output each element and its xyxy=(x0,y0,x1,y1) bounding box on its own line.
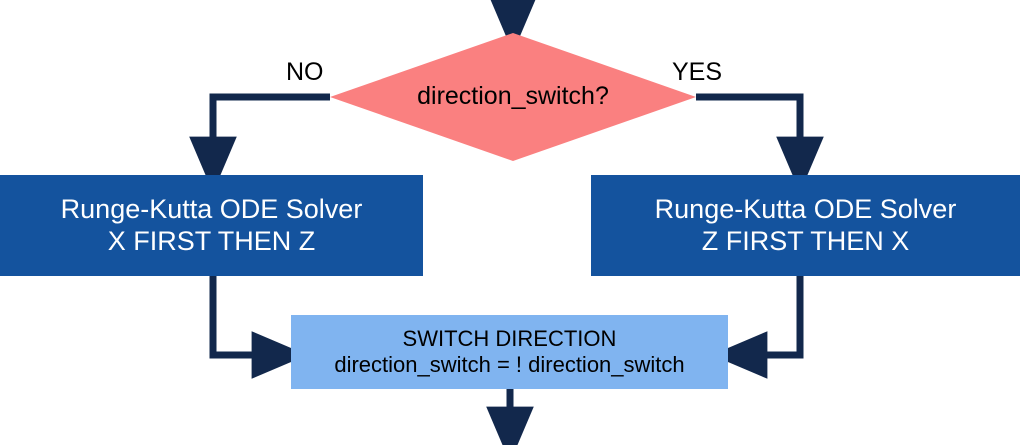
process-node-solver-z-first[interactable]: Runge-Kutta ODE Solver Z FIRST THEN X xyxy=(591,175,1020,276)
decision-node-direction-switch[interactable]: direction_switch? xyxy=(330,33,696,161)
solver-z-first-line2: Z FIRST THEN X xyxy=(701,225,910,256)
solver-z-first-line1: Runge-Kutta ODE Solver xyxy=(654,193,957,224)
process-node-switch-direction[interactable]: SWITCH DIRECTION direction_switch = ! di… xyxy=(291,315,728,389)
solver-x-first-line2: X FIRST THEN Z xyxy=(107,225,316,256)
switch-direction-line1: SWITCH DIRECTION xyxy=(402,326,617,352)
edge-label-no: NO xyxy=(286,58,324,86)
switch-direction-line2: direction_switch = ! direction_switch xyxy=(334,352,685,377)
edge-yes-to-solver-z-first xyxy=(696,93,824,193)
process-node-solver-x-first[interactable]: Runge-Kutta ODE Solver X FIRST THEN Z xyxy=(0,175,423,276)
decision-label: direction_switch? xyxy=(417,82,609,111)
edge-solver-x-first-to-switch xyxy=(209,276,308,379)
solver-x-first-line1: Runge-Kutta ODE Solver xyxy=(60,193,363,224)
edge-solver-z-first-to-switch xyxy=(711,276,804,379)
edge-label-yes: YES xyxy=(672,58,723,86)
edge-no-to-solver-x-first xyxy=(189,93,330,193)
